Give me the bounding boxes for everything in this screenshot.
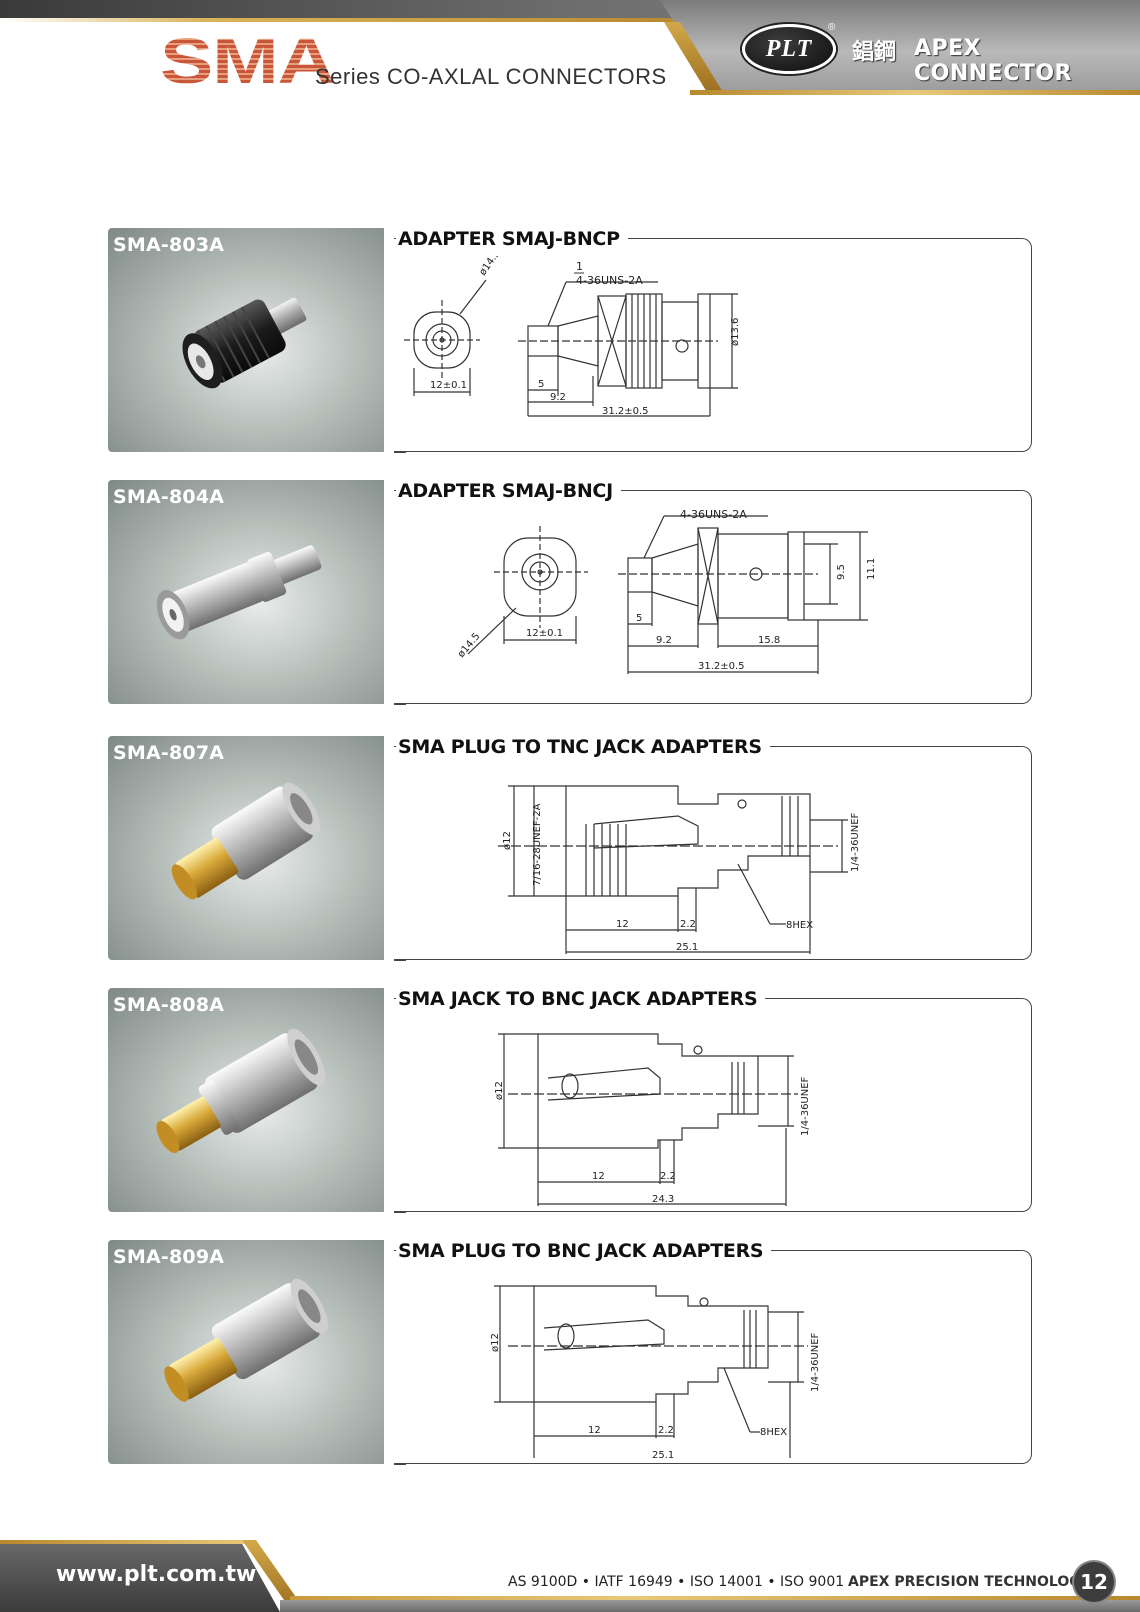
- product-row-sma-808a: SMA-808A SMA JACK TO BNC JACK ADAPTERS: [108, 988, 1032, 1213]
- dim-width: 12±0.1: [526, 628, 563, 639]
- product-model: SMA-803A: [113, 234, 225, 256]
- product-photo: SMA-808A: [108, 988, 384, 1212]
- dim-a: 5: [636, 613, 642, 624]
- dim-diameter: ø12: [494, 1081, 505, 1100]
- product-photo: SMA-804A: [108, 480, 384, 704]
- thread-spec-sma: 1/4-36UNEF: [810, 1332, 821, 1392]
- connector-silver-bnc-jack-icon: [156, 545, 322, 640]
- certifications: AS 9100D • IATF 16949 • ISO 14001 • ISO …: [508, 1574, 845, 1590]
- company-name: APEX PRECISION TECHNOLOGY: [848, 1574, 1091, 1590]
- connector-gold-bnc-plug-icon: [164, 1278, 328, 1402]
- technical-drawing: ø12 1/4-36UNEF 12 2.2 24.3: [494, 1033, 811, 1206]
- product-description: ADAPTER SMAJ-BNCJ: [396, 480, 621, 502]
- thread-spec-tnc: 7/16-28UNEF-2A: [532, 803, 543, 886]
- product-photo: SMA-807A: [108, 736, 384, 960]
- dim-height-a: 9.5: [836, 564, 847, 580]
- dim-a: 12: [588, 1425, 601, 1436]
- product-description: SMA PLUG TO TNC JACK ADAPTERS: [396, 736, 770, 758]
- dim-height-b: 11.1: [866, 558, 877, 580]
- series-logo: SMA: [160, 25, 335, 97]
- thread-spec: 4-36UNS-2A: [680, 508, 747, 521]
- dim-c: 15.8: [758, 635, 780, 646]
- thread-numerator: 1: [576, 260, 583, 273]
- product-photo: SMA-809A: [108, 1240, 384, 1464]
- dim-a: 12: [616, 919, 629, 930]
- dim-a: 12: [592, 1171, 605, 1182]
- dim-total: 25.1: [652, 1450, 674, 1458]
- dim-b: 2.2: [658, 1425, 674, 1436]
- header-gold-underline: [690, 90, 1140, 95]
- series-title: Series CO-AXLAL CONNECTORS: [315, 64, 667, 89]
- page-footer: www.plt.com.tw AS 9100D • IATF 16949 • I…: [0, 1540, 1140, 1612]
- brand-name: APEX CONNECTOR: [914, 36, 1072, 86]
- technical-drawing: ø14.5 12±0.1 1 4-36UNS-2A ø13.6 5 9.2 31…: [404, 256, 741, 417]
- dim-total: 24.3: [652, 1194, 674, 1205]
- drawing-frame: [394, 238, 1032, 453]
- dim-b: 2.2: [660, 1171, 676, 1182]
- thread-spec-sma: 1/4-36UNEF: [850, 812, 861, 872]
- product-description: ADAPTER SMAJ-BNCP: [396, 228, 628, 250]
- dim-diameter-a: ø14.5: [477, 256, 502, 278]
- technical-drawing: ø12 7/16-28UNEF-2A 1/4-36UNEF 12 2.2 8HE…: [498, 785, 861, 954]
- thread-spec: 4-36UNS-2A: [576, 274, 643, 287]
- footer-dark-panel: [0, 1540, 280, 1612]
- dim-width: 12±0.1: [430, 380, 467, 391]
- product-row-sma-809a: SMA-809A SMA PLUG TO BNC JACK ADAPTERS: [108, 1240, 1032, 1465]
- dim-b: 9.2: [656, 635, 672, 646]
- product-model: SMA-807A: [113, 742, 225, 764]
- dim-b: 2.2: [680, 919, 696, 930]
- dim-total: 25.1: [676, 942, 698, 953]
- page-number: 12: [1074, 1562, 1114, 1602]
- product-row-sma-807a: SMA-807A SMA PLUG TO TNC JACK ADAPTERS: [108, 736, 1032, 961]
- dim-total: 31.2±0.5: [698, 661, 745, 672]
- website-url[interactable]: www.plt.com.tw: [56, 1562, 257, 1587]
- connector-gold-bnc-jack-icon: [156, 1028, 326, 1154]
- dim-diameter-a: ø14.5: [456, 631, 483, 660]
- product-description: SMA JACK TO BNC JACK ADAPTERS: [396, 988, 766, 1010]
- dim-total: 31.2±0.5: [602, 406, 649, 417]
- footer-gold-line: [290, 1596, 1140, 1600]
- hex-size: 8HEX: [786, 920, 813, 931]
- brand-chinese-name: 錩鋼: [852, 40, 897, 65]
- drawing-frame: [394, 490, 1032, 705]
- product-model: SMA-808A: [113, 994, 225, 1016]
- technical-drawing: ø14.5 12±0.1 1 4-36UNS-2A 9.5 11.1 5 9.2…: [456, 508, 877, 674]
- product-description: SMA PLUG TO BNC JACK ADAPTERS: [396, 1240, 772, 1262]
- product-photo: SMA-803A: [108, 228, 384, 452]
- product-model: SMA-809A: [113, 1246, 225, 1268]
- connector-gold-tnc-icon: [171, 782, 321, 900]
- plt-logo-text: PLT: [765, 35, 813, 62]
- product-row-sma-803a: SMA-803A: [108, 228, 1032, 453]
- product-model: SMA-804A: [113, 486, 225, 508]
- header-brand-panel: [660, 0, 1140, 94]
- dim-diameter: ø12: [490, 1333, 501, 1352]
- dim-diameter-b: ø13.6: [730, 318, 741, 346]
- hex-size: 8HEX: [760, 1427, 787, 1438]
- dim-b: 9.2: [550, 392, 566, 403]
- dim-diameter: ø12: [502, 831, 513, 850]
- registered-mark-icon: ®: [828, 22, 836, 33]
- technical-drawing: ø12 1/4-36UNEF 12 2.2 8HEX 25.1: [490, 1285, 821, 1458]
- page-header: SMA Series CO-AXLAL CONNECTORS PLT ® 錩鋼 …: [0, 0, 1140, 100]
- product-row-sma-804a: SMA-804A ADAPTER SMAJ-BNCJ: [108, 480, 1032, 705]
- connector-black-bnc-icon: [182, 297, 307, 389]
- footer-gold-stripe: [0, 1540, 250, 1544]
- plt-logo-badge: PLT: [742, 24, 836, 74]
- thread-spec-sma: 1/4-36UNEF: [800, 1076, 811, 1136]
- footer-bottom-bar: [280, 1600, 1140, 1612]
- dim-a: 5: [538, 379, 544, 390]
- header-gold-stripe: [0, 18, 690, 22]
